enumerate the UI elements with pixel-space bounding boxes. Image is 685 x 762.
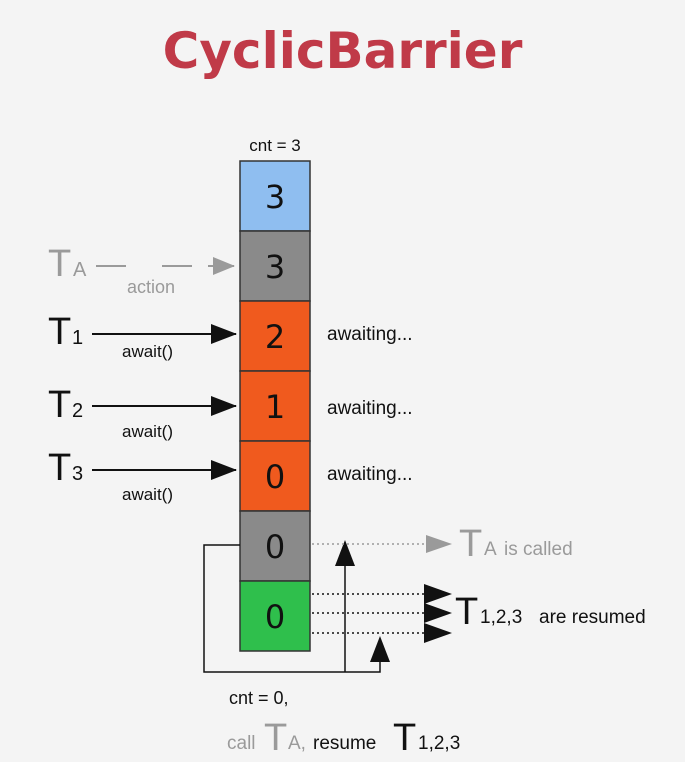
resumed-sub: 1,2,3: [480, 607, 522, 628]
vertical-up-arrowhead: [335, 540, 355, 566]
cell-0-value: 3: [265, 178, 285, 216]
resume-arrows: [312, 584, 452, 643]
thread-3-status: awaiting...: [327, 464, 413, 485]
cell-2: [239, 300, 311, 372]
thread-a-action-label: action: [127, 277, 175, 297]
cell-0: [239, 160, 311, 232]
diagram-title: CyclicBarrier: [162, 22, 523, 80]
footer-call-word: call: [227, 733, 256, 754]
cell-2-value: 2: [265, 318, 285, 356]
footer-t-sub: 1,2,3: [418, 733, 460, 754]
thread-3-group: T 3 await() awaiting...: [48, 447, 413, 504]
resume-arrowhead-2: [424, 603, 452, 623]
thread-2-status: awaiting...: [327, 398, 413, 419]
loop-arrowhead: [370, 636, 390, 662]
ta-called-text: is called: [504, 539, 573, 560]
thread-1-status: awaiting...: [327, 324, 413, 345]
footer-t-letter: T: [393, 717, 416, 759]
cell-4-value: 0: [265, 458, 285, 496]
thread-2-sub: 2: [72, 400, 83, 422]
resume-arrowhead-3: [424, 623, 452, 643]
footer-counter-label: cnt = 0,: [229, 688, 289, 708]
thread-1-letter: T: [48, 311, 71, 353]
thread-1-group: T 1 await() awaiting...: [48, 311, 413, 361]
counter-initial-label: cnt = 3: [249, 136, 301, 155]
cell-6-value: 0: [265, 598, 285, 636]
thread-3-letter: T: [48, 447, 71, 489]
cell-1: [239, 230, 311, 302]
thread-1-sub: 1: [72, 327, 83, 349]
thread-2-await-label: await(): [122, 422, 173, 441]
thread-a-letter: T: [48, 243, 71, 285]
thread-2-letter: T: [48, 384, 71, 426]
ta-called-arrowhead: [426, 535, 452, 553]
cell-1-value: 3: [265, 248, 285, 286]
footer-ta-sub: A,: [288, 733, 306, 754]
thread-a-sub: A: [73, 259, 87, 281]
cell-3-value: 1: [265, 388, 285, 426]
footer-resume-word: resume: [313, 733, 376, 754]
thread-1-await-label: await(): [122, 342, 173, 361]
ta-called-letter: T: [459, 523, 482, 565]
barrier-cells: 3 3 2 1 0 0 0: [239, 160, 311, 652]
ta-called-sub: A: [484, 539, 497, 560]
footer-ta-letter: T: [264, 717, 287, 759]
thread-3-sub: 3: [72, 463, 83, 485]
cell-6: [239, 580, 311, 652]
resume-arrowhead-1: [424, 584, 452, 604]
thread-3-await-label: await(): [122, 485, 173, 504]
resumed-text: are resumed: [539, 607, 646, 628]
loop-connector: [203, 544, 381, 673]
cell-5-value: 0: [265, 528, 285, 566]
resumed-letter: T: [455, 591, 478, 633]
thread-2-group: T 2 await() awaiting...: [48, 384, 413, 441]
thread-a-group: T A action: [48, 243, 235, 297]
